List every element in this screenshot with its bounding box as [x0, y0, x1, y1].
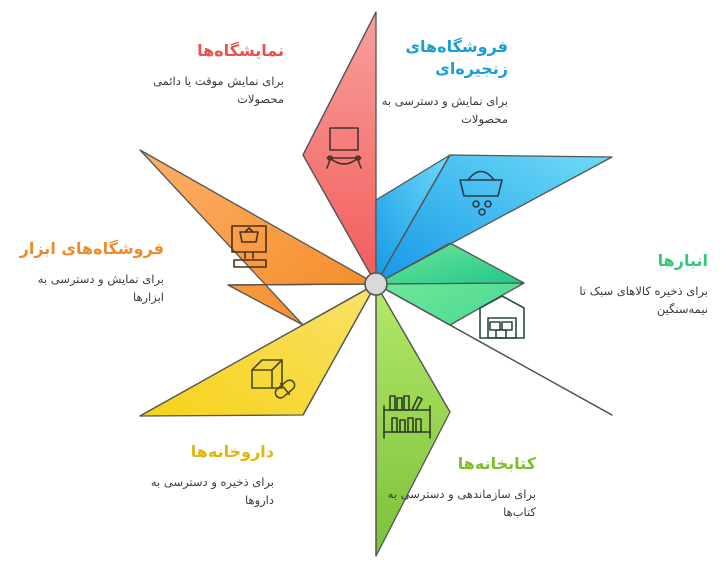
warehouse-icon — [479, 295, 525, 339]
title-warehouses: انبارها — [657, 251, 708, 270]
label-warehouses: انبارها برای ذخیره کالاهای سبک تا نیمه‌س… — [518, 250, 708, 318]
label-pharmacies: داروخانه‌ها برای ذخیره و دسترسی به داروه… — [104, 441, 274, 509]
label-libraries: کتابخانه‌ها برای سازماندهی و دسترسی به ک… — [386, 453, 536, 521]
desc-chain-stores: برای نمایش و دسترسی به محصولات — [381, 94, 508, 126]
blade-exhibitions — [302, 11, 377, 285]
desc-exhibitions: برای نمایش موقت یا دائمی محصولات — [153, 74, 284, 106]
computer-cart-icon — [231, 225, 267, 268]
title-chain-stores: فروشگاه‌های زنجیره‌ای — [405, 37, 508, 78]
label-tool-stores: فروشگاه‌های ابزار برای نمایش و دسترسی به… — [14, 238, 164, 306]
title-pharmacies: داروخانه‌ها — [190, 442, 274, 461]
exhibition-board-icon — [326, 127, 362, 169]
shopping-basket-icon — [459, 170, 503, 216]
spokes — [227, 154, 451, 413]
title-libraries: کتابخانه‌ها — [457, 454, 536, 473]
desc-tool-stores: برای نمایش و دسترسی به ابزارها — [37, 272, 164, 304]
title-exhibitions: نمایشگاه‌ها — [197, 41, 284, 60]
label-chain-stores: فروشگاه‌های زنجیره‌ای برای نمایش و دسترس… — [382, 36, 508, 128]
desc-pharmacies: برای ذخیره و دسترسی به داروها — [150, 475, 274, 507]
desc-libraries: برای سازماندهی و دسترسی به کتاب‌ها — [387, 487, 536, 519]
medicine-box-icon — [251, 359, 296, 399]
hub-circle — [364, 272, 388, 296]
bookshelf-icon — [383, 395, 431, 439]
desc-warehouses: برای ذخیره کالاهای سبک تا نیمه‌سنگین — [579, 284, 708, 316]
label-exhibitions: نمایشگاه‌ها برای نمایش موقت یا دائمی محص… — [84, 40, 284, 108]
title-tool-stores: فروشگاه‌های ابزار — [19, 239, 164, 258]
